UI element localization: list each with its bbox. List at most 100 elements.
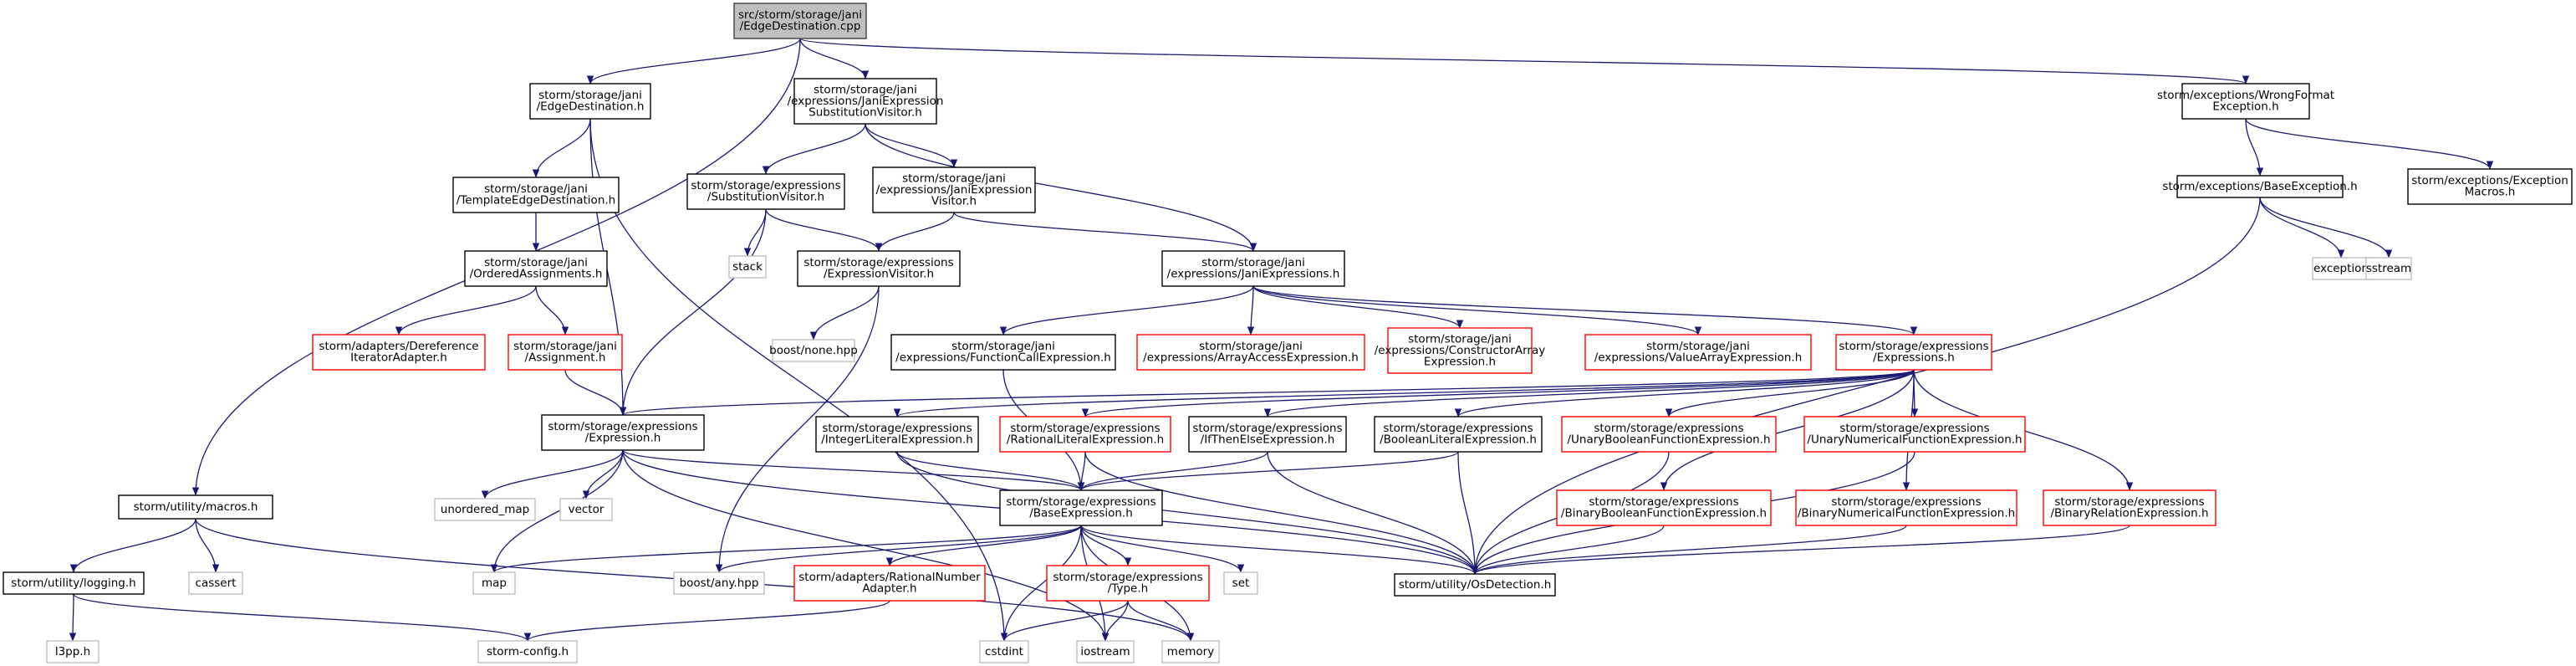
node-sstream[interactable]: sstream (2365, 257, 2412, 280)
node-iostream[interactable]: iostream (1076, 640, 1135, 663)
node-bre-h[interactable]: storm/storage/expressions/BinaryRelation… (2043, 489, 2216, 526)
edge-be-h-to-boostany (715, 525, 1082, 573)
node-aae-h[interactable]: storm/storage/jani/expressions/ArrayAcce… (1136, 334, 1365, 371)
node-cstdint[interactable]: cstdint (979, 640, 1029, 663)
node-label-line: storm/storage/jani (1408, 332, 1512, 346)
node-osd-h[interactable]: storm/utility/OsDetection.h (1394, 573, 1556, 597)
node-rle-h[interactable]: storm/storage/expressions/RationalLitera… (999, 416, 1171, 453)
node-box (1046, 565, 1210, 602)
node-label-line: IteratorAdapter.h (350, 351, 447, 365)
edge-arrow (1247, 285, 1255, 336)
node-unfe-h[interactable]: storm/storage/expressions/UnaryNumerical… (1803, 416, 2026, 453)
node-ite-h[interactable]: storm/storage/expressions/IfThenElseExpr… (1188, 416, 1347, 453)
edge-arrow (865, 123, 1257, 252)
node-jev-h[interactable]: storm/storage/jani/expressions/JaniExpre… (872, 166, 1036, 213)
node-oa-h[interactable]: storm/storage/jani/OrderedAssignments.h (464, 250, 608, 287)
edge-oa-h-to-dia-h (395, 285, 537, 336)
edge-arrow (953, 212, 1257, 252)
node-label-line: vector (569, 503, 604, 516)
node-ed-h[interactable]: storm/storage/jani/EdgeDestination.h (529, 83, 651, 120)
edge-be2-h-to-osd-h (1471, 197, 2261, 575)
node-label-line: cstdint (985, 645, 1023, 658)
node-label-line: storm/storage/jani (1199, 340, 1303, 353)
node-je-h[interactable]: storm/storage/jani/expressions/JaniExpre… (1161, 250, 1345, 287)
node-expr-h[interactable]: storm/storage/expressions/Expression.h (541, 414, 705, 451)
node-label-line: /BaseExpression.h (1029, 507, 1133, 520)
node-vae-h[interactable]: storm/storage/jani/expressions/ValueArra… (1584, 334, 1812, 371)
edge-arrow (586, 38, 801, 85)
edge-ile-h-to-be-h (896, 451, 1085, 491)
node-boostnone[interactable]: boost/none.hpp (769, 339, 858, 362)
node-cae-h[interactable]: storm/storage/jani/expressions/Construct… (1375, 327, 1546, 374)
edge-ite-h-to-be-h (1077, 451, 1268, 491)
node-label-line: memory (1167, 645, 1214, 658)
node-macros-h[interactable]: storm/utility/macros.h (118, 494, 273, 520)
node-ile-h[interactable]: storm/storage/expressions/IntegerLiteral… (815, 416, 979, 453)
edge-arrow (896, 451, 1085, 491)
node-label-line: iostream (1080, 645, 1130, 658)
edge-bbfe-h-to-osd-h (1471, 525, 1665, 575)
node-dia-h[interactable]: storm/adapters/DereferenceIteratorAdapte… (312, 334, 486, 371)
node-umap[interactable]: unordered_map (434, 498, 536, 521)
node-stormcfg[interactable]: storm-config.h (477, 640, 578, 663)
edge-arrow (523, 600, 890, 642)
node-label-line: /BinaryNumericalFunctionExpression.h (1798, 507, 2015, 520)
node-jesv-h[interactable]: storm/storage/jani/expressions/JaniExpre… (788, 78, 944, 125)
edge-be-h-to-type-h (1080, 525, 1132, 566)
node-label-line: /expressions/ArrayAccessExpression.h (1143, 351, 1359, 365)
edge-jesv-h-to-je-h (865, 123, 1257, 252)
node-cassert[interactable]: cassert (188, 571, 243, 595)
node-box (46, 640, 99, 663)
node-box (673, 571, 765, 595)
node-bbfe-h[interactable]: storm/storage/expressions/BinaryBooleanF… (1556, 489, 1772, 526)
node-ble-h[interactable]: storm/storage/expressions/BooleanLiteral… (1374, 416, 1543, 453)
node-sv-h[interactable]: storm/storage/expressions/SubstitutionVi… (686, 173, 845, 210)
node-label-line: /ExpressionVisitor.h (824, 268, 934, 281)
node-bnfe-h[interactable]: storm/storage/expressions/BinaryNumerica… (1795, 489, 2017, 526)
edge-exprs-h-to-ble-h (1455, 369, 1915, 418)
edge-arrow (1000, 525, 1082, 642)
node-label-line: storm/storage/expressions (691, 179, 840, 192)
node-root[interactable]: src/storm/storage/jani/EdgeDestination.c… (733, 3, 867, 39)
node-ev-h[interactable]: storm/storage/expressions/ExpressionVisi… (797, 250, 961, 287)
node-label-line: /TemplateEdgeDestination.h (457, 194, 615, 207)
node-ted-h[interactable]: storm/storage/jani/TemplateEdgeDestinati… (452, 177, 620, 213)
node-exprs-h[interactable]: storm/storage/expressions/Expressions.h (1835, 334, 1992, 371)
node-label-line: /EdgeDestination.cpp (740, 20, 861, 33)
node-label-line: /UnaryBooleanFunctionExpression.h (1567, 433, 1770, 447)
node-box (2407, 168, 2573, 205)
node-box (1161, 640, 1220, 663)
node-label-line: boost/none.hpp (769, 344, 858, 357)
edge-arrow (2245, 118, 2264, 177)
node-label-line: Macros.h (2465, 186, 2516, 199)
node-be-h[interactable]: storm/storage/expressions/BaseExpression… (999, 489, 1163, 526)
node-l3pp[interactable]: l3pp.h (46, 640, 99, 663)
edge-jev-h-to-ev-h (875, 212, 955, 252)
node-boostany[interactable]: boost/any.hpp (673, 571, 765, 595)
node-exception[interactable]: exception (2312, 257, 2370, 280)
node-asg-h[interactable]: storm/storage/jani/Assignment.h (508, 334, 623, 371)
node-label-line: storm/adapters/RationalNumber (798, 571, 981, 584)
node-ubfe-h[interactable]: storm/storage/expressions/UnaryBooleanFu… (1561, 416, 1777, 453)
edge-arrow (491, 525, 1082, 573)
node-map[interactable]: map (472, 571, 516, 595)
node-type-h[interactable]: storm/storage/expressions/Type.h (1046, 565, 1210, 602)
node-memory[interactable]: memory (1161, 640, 1220, 663)
edge-bre-h-to-osd-h (1472, 525, 2130, 575)
node-label-line: storm/storage/expressions (548, 420, 697, 433)
edge-be-h-to-rna-h (885, 525, 1082, 566)
node-be2-h[interactable]: storm/exceptions/BaseException.h (2162, 175, 2358, 198)
edge-arrow (762, 123, 866, 175)
edge-arrow (1080, 525, 1132, 566)
node-box (508, 334, 623, 371)
node-stack[interactable]: stack (728, 255, 767, 279)
edge-je-h-to-fce-h (999, 285, 1254, 336)
node-fce-h[interactable]: storm/storage/jani/expressions/FunctionC… (890, 334, 1116, 371)
node-label-line: SubstitutionVisitor.h (809, 105, 922, 119)
node-vector[interactable]: vector (559, 498, 613, 521)
node-set[interactable]: set (1223, 571, 1258, 595)
node-logging-h[interactable]: storm/utility/logging.h (3, 571, 145, 595)
